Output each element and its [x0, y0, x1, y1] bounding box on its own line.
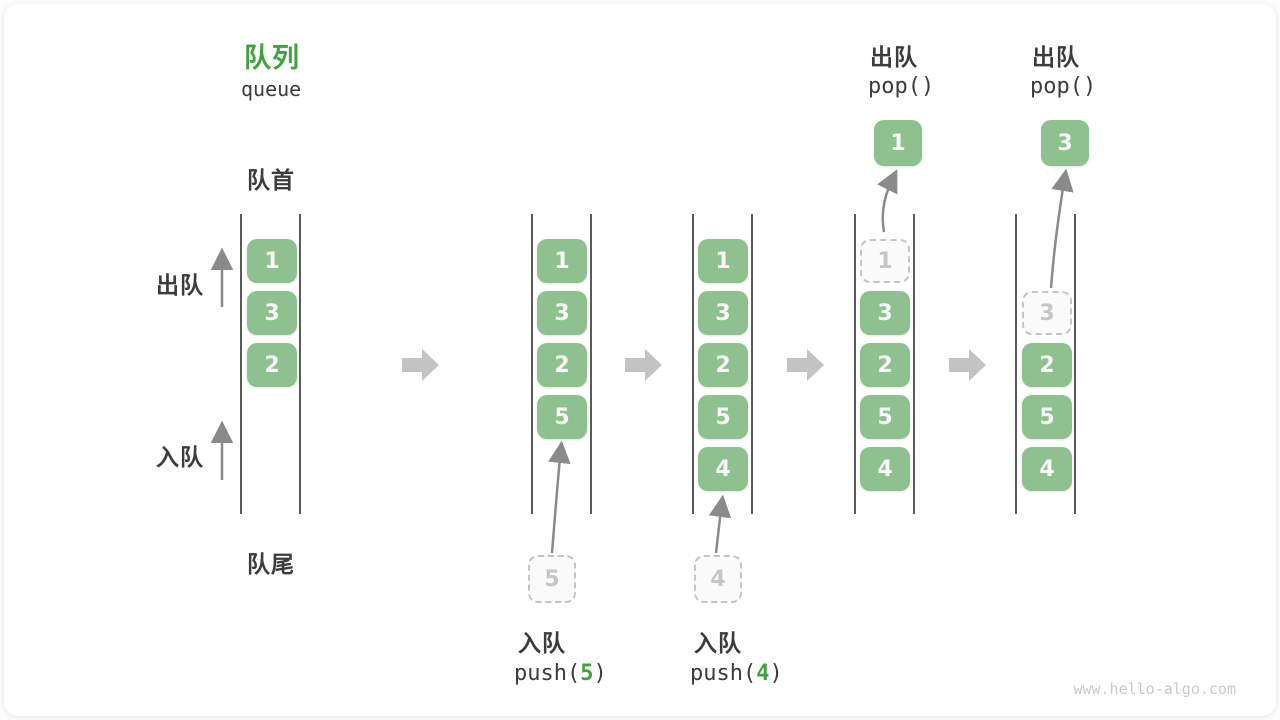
queue-box: 4 — [860, 447, 910, 491]
diagram-card: 队列 queue 队首 队尾 出队 入队 入队 push(5) 入队 push(… — [4, 4, 1276, 716]
label-enqueue-op-1: 入队 — [518, 630, 566, 656]
queue-wall-right — [913, 214, 915, 514]
queue-box: 3 — [860, 291, 910, 335]
staged-box: 5 — [528, 555, 576, 603]
label-dequeue-op-1: 出队 — [870, 44, 918, 70]
queue-wall-right — [590, 214, 592, 514]
flow-arrow-icon — [625, 349, 662, 381]
flow-arrow-icon — [402, 349, 439, 381]
queue-box: 5 — [698, 395, 748, 439]
queue-state-1: 1 3 2 — [240, 214, 301, 514]
queue-state-2: 1 3 2 5 — [531, 214, 592, 514]
flow-arrow-icon — [787, 349, 824, 381]
queue-box: 2 — [537, 343, 587, 387]
label-push4: push(4) — [690, 661, 783, 686]
diagram-title-zh: 队列 — [244, 43, 300, 73]
queue-box: 3 — [698, 291, 748, 335]
popped-box: 1 — [874, 120, 922, 166]
queue-state-4: 1 3 2 5 4 — [854, 214, 915, 514]
queue-box: 5 — [537, 395, 587, 439]
queue-wall-right — [299, 214, 301, 514]
ghost-box: 3 — [1022, 291, 1072, 335]
queue-wall-right — [1074, 214, 1076, 514]
queue-wall-left — [531, 214, 533, 514]
diagram-title-en: queue — [241, 77, 302, 101]
queue-box: 1 — [537, 239, 587, 283]
queue-box: 2 — [860, 343, 910, 387]
queue-box: 2 — [1022, 343, 1072, 387]
staged-box: 4 — [694, 555, 742, 603]
label-dequeue-side: 出队 — [156, 272, 204, 298]
ghost-box: 1 — [860, 239, 910, 283]
push5-fn: push( — [514, 661, 581, 686]
queue-box: 3 — [247, 291, 297, 335]
label-pop1: pop() — [868, 74, 935, 99]
queue-box: 4 — [1022, 447, 1072, 491]
queue-box: 5 — [1022, 395, 1072, 439]
queue-wall-left — [1015, 214, 1017, 514]
label-push5: push(5) — [514, 661, 607, 686]
push5-arg: 5 — [580, 661, 594, 686]
queue-wall-left — [692, 214, 694, 514]
queue-wall-right — [751, 214, 753, 514]
label-enqueue-op-2: 入队 — [694, 630, 742, 656]
queue-state-3: 1 3 2 5 4 — [692, 214, 753, 514]
label-queue-rear: 队尾 — [247, 551, 295, 577]
queue-wall-left — [854, 214, 856, 514]
label-dequeue-op-2: 出队 — [1032, 44, 1080, 70]
watermark: www.hello-algo.com — [1073, 680, 1236, 698]
queue-box: 5 — [860, 395, 910, 439]
queue-box: 1 — [247, 239, 297, 283]
flow-arrow-icon — [949, 349, 986, 381]
queue-box: 3 — [537, 291, 587, 335]
queue-box: 1 — [698, 239, 748, 283]
push4-arg: 4 — [756, 661, 770, 686]
label-enqueue-side: 入队 — [156, 444, 204, 470]
label-queue-front: 队首 — [247, 167, 295, 193]
push4-close: ) — [769, 661, 783, 686]
push4-fn: push( — [690, 661, 757, 686]
label-pop3: pop() — [1030, 74, 1097, 99]
queue-wall-left — [240, 214, 242, 514]
queue-state-5: 3 2 5 4 — [1015, 214, 1076, 514]
push5-close: ) — [593, 661, 607, 686]
queue-box: 4 — [698, 447, 748, 491]
queue-box: 2 — [247, 343, 297, 387]
queue-box: 2 — [698, 343, 748, 387]
popped-box: 3 — [1041, 120, 1089, 166]
